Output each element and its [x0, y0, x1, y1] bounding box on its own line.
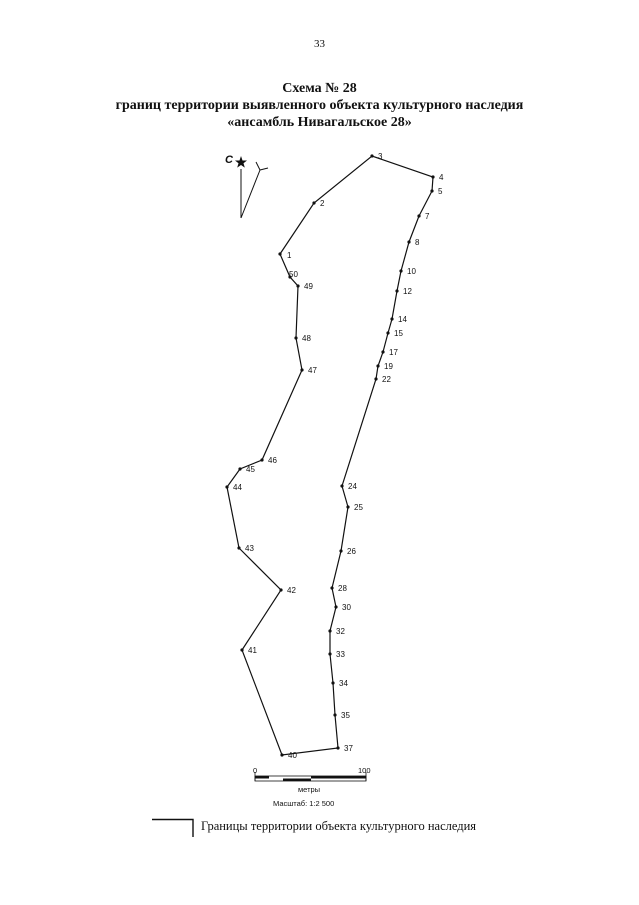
boundary-point-label-2: 2 — [320, 199, 325, 208]
boundary-point-label-22: 22 — [382, 375, 391, 384]
boundary-point-label-46: 46 — [268, 456, 277, 465]
boundary-point-14 — [390, 317, 394, 321]
boundary-point-22 — [374, 377, 378, 381]
boundary-point-label-17: 17 — [389, 348, 398, 357]
boundary-point-2 — [312, 201, 316, 205]
boundary-point-1 — [278, 252, 282, 256]
boundary-point-42 — [279, 588, 283, 592]
boundary-point-8 — [407, 240, 411, 244]
boundary-point-label-44: 44 — [233, 483, 242, 492]
scale-start-label: 0 — [253, 766, 257, 775]
boundary-point-12 — [395, 289, 399, 293]
boundary-point-label-8: 8 — [415, 238, 420, 247]
scale-bar: 0 100 метры Масштаб: 1:2 500 — [253, 766, 371, 808]
boundary-point-label-1: 1 — [287, 251, 292, 260]
boundary-point-47 — [300, 368, 304, 372]
boundary-point-28 — [330, 586, 334, 590]
boundary-point-33 — [328, 652, 332, 656]
boundary-point-label-7: 7 — [425, 212, 430, 221]
boundary-point-label-25: 25 — [354, 503, 363, 512]
boundary-point-label-19: 19 — [384, 362, 393, 371]
north-letter: С — [225, 154, 234, 166]
boundary-point-label-50: 50 — [289, 270, 298, 279]
boundary-point-label-14: 14 — [398, 315, 407, 324]
boundary-point-label-33: 33 — [336, 650, 345, 659]
boundary-point-label-30: 30 — [342, 603, 351, 612]
boundary-point-label-35: 35 — [341, 711, 350, 720]
boundary-point-label-47: 47 — [308, 366, 317, 375]
boundary-point-45 — [238, 467, 242, 471]
boundary-point-label-15: 15 — [394, 329, 403, 338]
legend-text: Границы территории объекта культурного н… — [201, 819, 477, 833]
title-line-2: границ территории выявленного объекта ку… — [115, 98, 524, 113]
boundary-point-41 — [240, 648, 244, 652]
legend: Границы территории объекта культурного н… — [152, 818, 532, 838]
scale-unit-label: метры — [298, 785, 320, 794]
boundary-point-34 — [331, 681, 335, 685]
boundary-point-10 — [399, 269, 403, 273]
boundary-point-label-32: 32 — [336, 627, 345, 636]
boundary-point-label-48: 48 — [302, 334, 311, 343]
boundary-point-25 — [346, 505, 350, 509]
boundary-point-26 — [339, 549, 343, 553]
boundary-point-3 — [370, 154, 374, 158]
boundary-point-7 — [417, 214, 421, 218]
boundary-point-label-40: 40 — [288, 751, 297, 760]
scale-ratio-label: Масштаб: 1:2 500 — [273, 799, 334, 808]
scale-end-label: 100 — [358, 766, 371, 775]
boundary-point-label-5: 5 — [438, 187, 443, 196]
boundary-point-50 — [288, 275, 292, 279]
boundary-point-43 — [237, 546, 241, 550]
boundary-point-49 — [296, 284, 300, 288]
north-arrow: С — [225, 154, 269, 219]
boundary-point-label-4: 4 — [439, 173, 444, 182]
title-line-3: «ансамбль Нивагальское 28» — [227, 115, 412, 130]
boundary-point-label-24: 24 — [348, 482, 357, 491]
boundary-point-label-41: 41 — [248, 646, 257, 655]
boundary-point-35 — [333, 713, 337, 717]
north-star-icon — [235, 156, 247, 168]
boundary-point-24 — [340, 484, 344, 488]
boundary-point-label-49: 49 — [304, 282, 313, 291]
boundary-point-32 — [328, 629, 332, 633]
boundary-point-label-10: 10 — [407, 267, 416, 276]
boundary-point-44 — [225, 485, 229, 489]
boundary-point-5 — [430, 189, 434, 193]
boundary-points: 1234578101214151719222425262830323334353… — [225, 152, 444, 760]
boundary-point-4 — [431, 175, 435, 179]
scheme-title: Схема № 28 границ территории выявленного… — [0, 80, 639, 131]
boundary-point-label-34: 34 — [339, 679, 348, 688]
boundary-line — [226, 155, 434, 756]
boundary-point-48 — [294, 336, 298, 340]
page-number: 33 — [314, 38, 325, 50]
boundary-point-label-43: 43 — [245, 544, 254, 553]
boundary-point-label-42: 42 — [287, 586, 296, 595]
boundary-point-19 — [376, 364, 380, 368]
boundary-point-17 — [381, 350, 385, 354]
boundary-point-30 — [334, 605, 338, 609]
boundary-point-46 — [260, 458, 264, 462]
boundary-point-label-37: 37 — [344, 744, 353, 753]
boundary-point-15 — [386, 331, 390, 335]
boundary-point-40 — [280, 753, 284, 757]
boundary-point-label-45: 45 — [246, 465, 255, 474]
boundary-point-label-26: 26 — [347, 547, 356, 556]
boundary-point-label-3: 3 — [378, 152, 383, 161]
boundary-point-37 — [336, 746, 340, 750]
title-line-1: Схема № 28 — [282, 81, 357, 96]
boundary-point-label-28: 28 — [338, 584, 347, 593]
legend-line-sample — [152, 818, 194, 837]
boundary-point-label-12: 12 — [403, 287, 412, 296]
